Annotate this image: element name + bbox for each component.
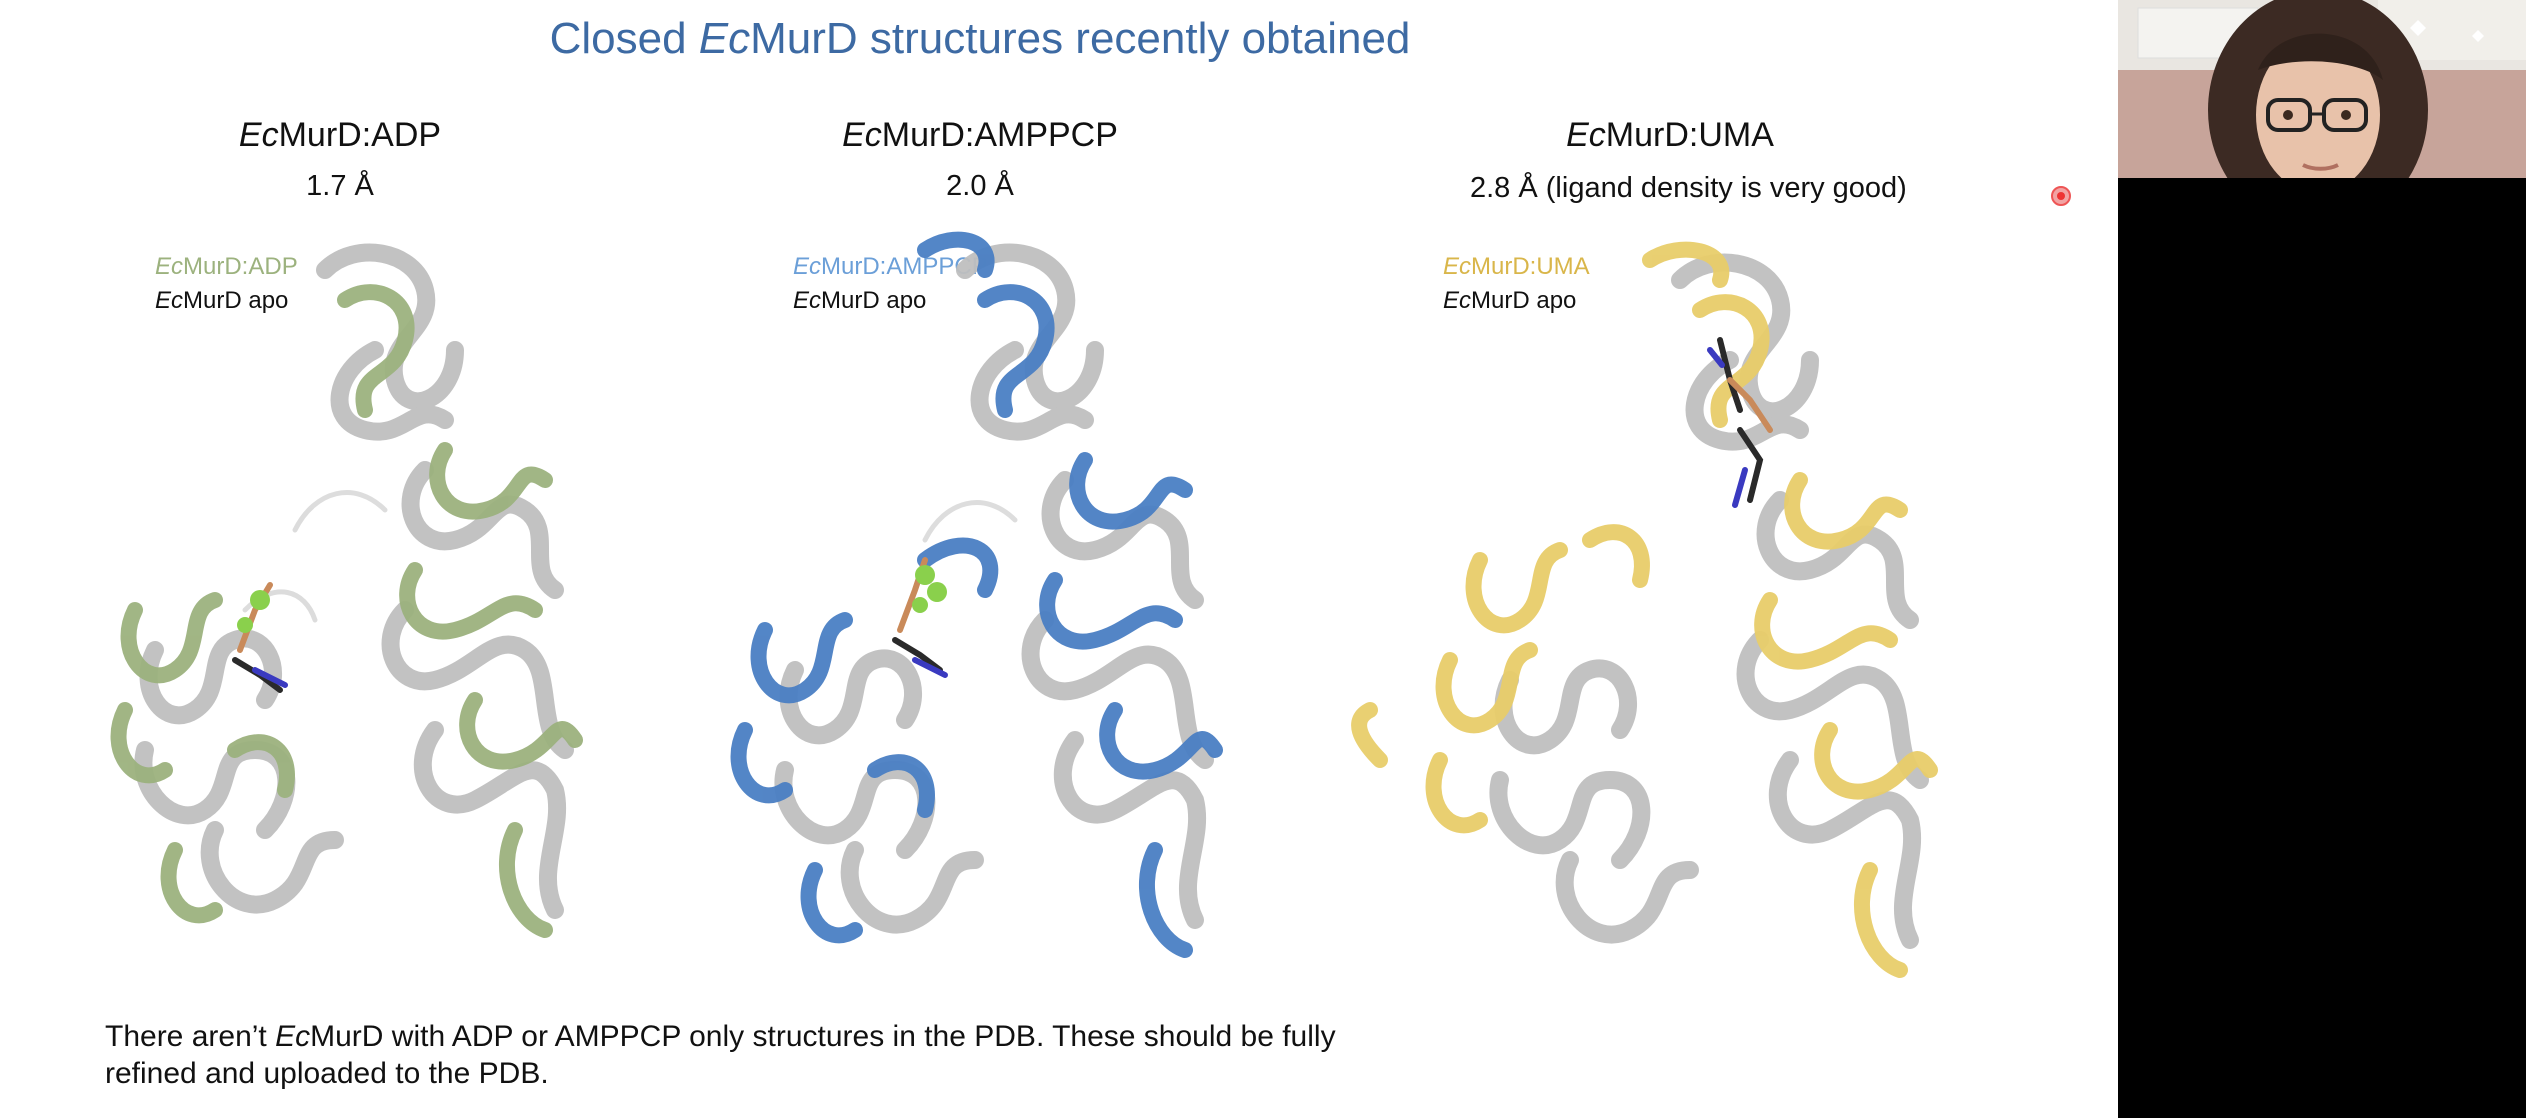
- panel-title: EcMurD:ADP: [190, 116, 490, 155]
- panel-title: EcMurD:AMPPCP: [830, 116, 1130, 155]
- footer-note: There aren’t EcMurD with ADP or AMPPCP o…: [105, 1018, 1405, 1092]
- legend-ligand: EcMurD:ADP: [155, 250, 298, 284]
- resolution-label: 1.7 Å: [306, 170, 374, 202]
- legend: EcMurD:UMA EcMurD apo: [1443, 250, 1590, 318]
- presenter-video-graphic: [2118, 0, 2526, 178]
- footer-pre: There aren’t: [105, 1020, 276, 1053]
- legend-apo-italic: Ec: [793, 287, 822, 314]
- legend-apo-italic: Ec: [1443, 287, 1472, 314]
- legend-apo-rest: MurD apo: [821, 287, 927, 314]
- legend-ligand-italic: Ec: [1443, 253, 1472, 280]
- legend: EcMurD:ADP EcMurD apo: [155, 250, 298, 318]
- protein-structure-image: [725, 230, 1335, 1010]
- slide-title: Closed EcMurD structures recently obtain…: [0, 14, 1960, 64]
- legend-ligand-italic: Ec: [793, 253, 822, 280]
- slide-title-pre: Closed: [549, 14, 699, 63]
- legend-apo-rest: MurD apo: [183, 287, 289, 314]
- resolution-label: 2.8 Å (ligand density is very good): [1470, 172, 1907, 204]
- panel-title-italic: Ec: [238, 116, 279, 154]
- panel-title-rest: MurD:AMPPCP: [881, 116, 1118, 154]
- footer-post: MurD with ADP or AMPPCP only structures …: [105, 1020, 1336, 1090]
- protein-structure-image: [95, 230, 685, 990]
- panel-title-italic: Ec: [1566, 116, 1606, 154]
- legend-ligand-italic: Ec: [155, 253, 184, 280]
- legend-apo: EcMurD apo: [1443, 284, 1590, 318]
- slide-title-post: MurD structures recently obtained: [750, 14, 1411, 63]
- panel-title-rest: MurD:UMA: [1605, 116, 1774, 154]
- record-indicator-icon[interactable]: [2051, 186, 2071, 206]
- protein-ribbon-graphic: [110, 243, 583, 938]
- legend-ligand: EcMurD:UMA: [1443, 250, 1590, 284]
- resolution-label: 2.0 Å: [946, 170, 1014, 202]
- slide-title-italic: Ec: [698, 14, 751, 63]
- panel-title-italic: Ec: [842, 116, 882, 154]
- legend-apo: EcMurD apo: [793, 284, 988, 318]
- panel-title-rest: MurD:ADP: [278, 116, 442, 154]
- webcam-video-feed: [2118, 0, 2526, 178]
- side-panel: [2118, 178, 2526, 1118]
- legend-apo-italic: Ec: [155, 287, 184, 314]
- protein-ribbon-graphic: [730, 231, 1223, 958]
- protein-ribbon-graphic: [1351, 241, 1938, 978]
- presentation-slide: Closed EcMurD structures recently obtain…: [0, 0, 2118, 1118]
- footer-italic: Ec: [275, 1020, 311, 1053]
- legend-ligand-rest: MurD:ADP: [183, 253, 298, 280]
- legend-apo-rest: MurD apo: [1471, 287, 1577, 314]
- legend-ligand-rest: MurD:UMA: [1471, 253, 1590, 280]
- legend-apo: EcMurD apo: [155, 284, 298, 318]
- panel-title: EcMurD:UMA: [1520, 116, 1820, 155]
- protein-structure-image: [1350, 240, 2050, 1000]
